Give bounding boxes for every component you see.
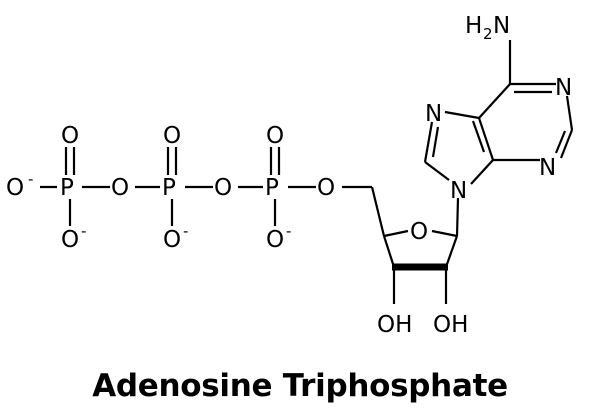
atom-n1: N [555, 75, 572, 101]
atom-n7: N [425, 101, 442, 127]
atom-p1: P [60, 175, 74, 201]
bond-n9-c4 [470, 159, 494, 185]
atom-p2: P [162, 175, 176, 201]
bond-c2-n3-inner [554, 130, 567, 154]
atom-p1-o-bottom: O [61, 227, 79, 253]
atom-n3: N [539, 155, 556, 181]
atom-p2-o-top: O [163, 123, 181, 149]
bond-n7-c5 [444, 110, 480, 120]
bond-c4-c3 [382, 235, 396, 268]
atom-amino-n: N [493, 13, 510, 39]
bonds [40, 40, 574, 304]
atom-o-bridge-1: O [111, 175, 129, 201]
bond-c4-c5-inner [471, 120, 486, 153]
bond-c4-o4 [383, 229, 409, 238]
atp-structure-diagram: O - P O O - O P O O - O P O O - O O OH O… [6, 13, 574, 338]
atom-oh-3prime: OH [377, 312, 412, 338]
charge-p1-o-bottom: - [81, 222, 86, 240]
atom-p3-o-bottom: O [266, 227, 284, 253]
bond-c8-n7 [423, 121, 434, 163]
atom-amino-h: H [465, 13, 482, 39]
atom-o-ester: O [317, 175, 335, 201]
bond-c2-n3 [559, 129, 574, 159]
bond-o4-c1 [431, 229, 458, 238]
diagram-title: Adenosine Triphosphate [92, 368, 508, 404]
atom-oh-2prime: OH [433, 312, 468, 338]
atom-p2-o-bottom: O [163, 227, 181, 253]
bond-ch2-c4 [370, 186, 386, 237]
atom-o-ring: O [410, 219, 428, 245]
atom-labels: O - P O O - O P O O - O P O O - O O OH O… [6, 13, 572, 338]
charge-o-terminal: - [28, 170, 33, 188]
bond-c8-n7-inner [431, 126, 440, 158]
atom-amino-subscript: 2 [483, 25, 493, 43]
atom-o-terminal: O [6, 175, 24, 201]
atom-o-bridge-2: O [214, 175, 232, 201]
atom-n9: N [450, 178, 467, 204]
bond-n1-c2 [565, 95, 574, 131]
bond-c4-c5 [477, 117, 495, 161]
atom-p1-o-top: O [61, 123, 79, 149]
charge-p3-o-bottom: - [286, 222, 291, 240]
atom-p3-o-top: O [266, 123, 284, 149]
bond-c1-c2 [444, 235, 459, 268]
charge-p2-o-bottom: - [183, 222, 188, 240]
bond-n9-c8 [424, 161, 450, 181]
bond-c5-c6 [478, 83, 511, 119]
bond-c1-n9 [455, 197, 460, 237]
atom-p3: P [265, 175, 279, 201]
